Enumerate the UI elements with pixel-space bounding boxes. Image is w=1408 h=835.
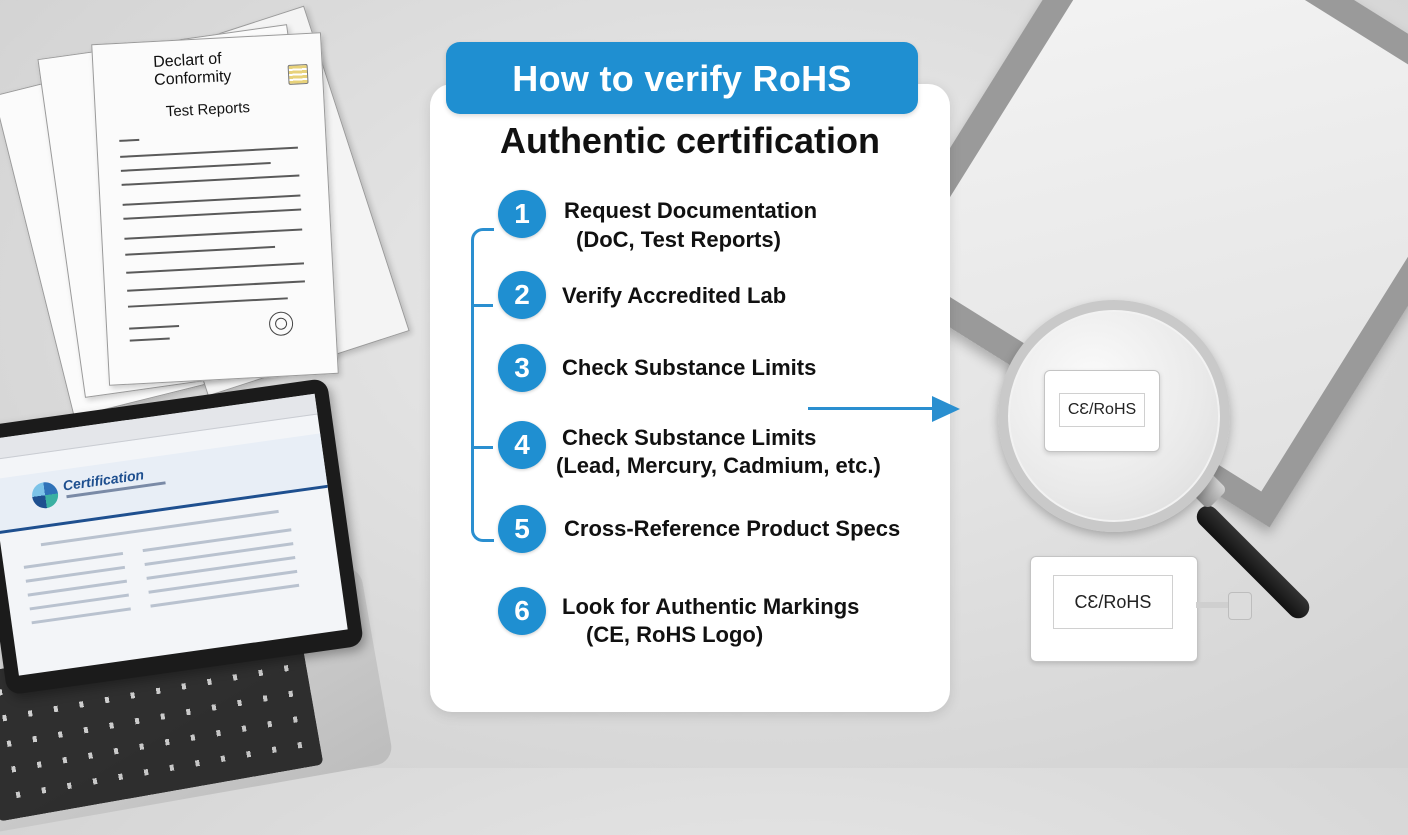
step-number-1: 1 [498,190,546,238]
title-banner: How to verify RoHS [446,42,918,114]
document-title-line1: Declart of [152,50,223,72]
text-line [119,138,140,142]
banner-title: How to verify RoHS [512,58,852,99]
step-number-2: 2 [498,271,546,319]
page-text-line [25,565,126,583]
magnified-product-module: CƐ/RoHS [1044,370,1160,452]
card-subtitle: Authentic certification [499,120,881,161]
step-1-sub: (DoC, Test Reports) [576,227,781,252]
text-line [121,174,300,186]
steps-bracket [471,228,494,542]
step-number-3: 3 [498,344,546,392]
text-line [123,208,302,220]
text-line [126,262,305,274]
step-3-text: Check Substance Limits [562,355,817,380]
module-shaft [1196,602,1230,608]
step-5-text: Cross-Reference Product Specs [564,516,901,541]
page-text-line [31,607,131,625]
text-line [122,194,301,206]
step-number-5: 5 [498,505,546,553]
text-line [127,297,288,308]
page-text-line [27,579,128,597]
product-module: CƐ/RoHS [1030,556,1198,662]
text-line [124,228,303,240]
text-line [125,245,276,256]
laptop-screen: Certification [0,377,365,696]
ce-rohs-marking: CƐ/RoHS [1053,575,1173,629]
module-knob [1228,592,1252,620]
arrow-right-icon [932,396,960,422]
stamp-seal-icon [268,311,294,337]
text-line [120,162,271,172]
step-2-text: Verify Accredited Lab [562,283,787,308]
bracket-tick [471,304,493,307]
bracket-tick [471,446,493,449]
step-1-text: Request Documentation [564,198,818,223]
document-subtitle: Test Reports [165,99,251,121]
step-4-text: Check Substance Limits [562,425,817,450]
document-seal-icon [287,63,309,85]
page-text-line [23,551,124,569]
magnified-ce-rohs-marking: CƐ/RoHS [1059,393,1145,427]
document-title-line2: Conformity [153,67,232,89]
text-line [129,337,170,342]
step-4-sub: (Lead, Mercury, Cadmium, etc.) [556,453,881,478]
magnifying-glass-icon [998,300,1230,532]
document-title: Declart of Conformity [153,50,232,90]
certification-logo-icon [30,480,60,510]
step-6-sub: (CE, RoHS Logo) [586,622,764,647]
browser-window: Certification [0,393,348,676]
step-number-4: 4 [498,421,546,469]
step-6-text: Look for Authentic Markings [562,594,860,619]
page-text-line [142,528,292,553]
text-line [129,325,180,330]
declaration-document: Declart of Conformity Test Reports [91,32,339,386]
text-line [127,280,305,292]
page-text-line [29,593,129,611]
text-line [120,146,298,158]
step-number-6: 6 [498,587,546,635]
arrow-line [808,407,940,410]
